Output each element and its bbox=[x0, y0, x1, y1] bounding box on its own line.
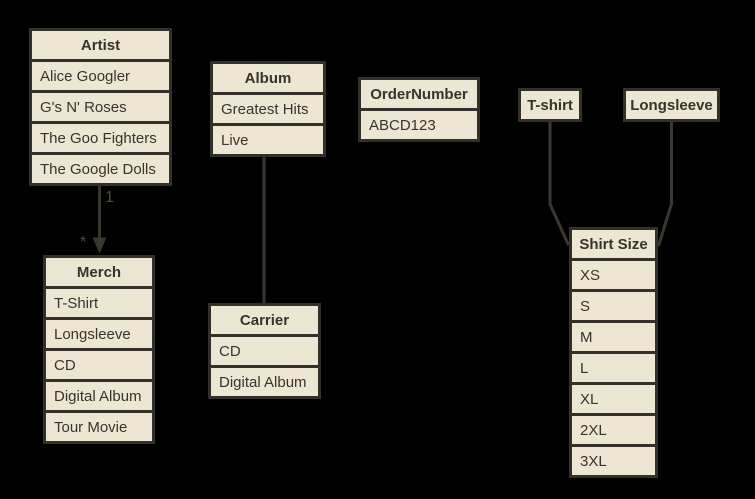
entity-row: Digital Album bbox=[211, 368, 318, 396]
entity-row: The Google Dolls bbox=[32, 155, 169, 183]
connector-longsleeve-shirtsize bbox=[657, 118, 673, 247]
entity-row: XL bbox=[572, 385, 655, 413]
entity-row: The Goo Fighters bbox=[32, 124, 169, 152]
entity-row: L bbox=[572, 354, 655, 382]
entity-row: Greatest Hits bbox=[213, 95, 323, 123]
entity-row: Live bbox=[213, 126, 323, 154]
entity-row: Longsleeve bbox=[46, 320, 152, 348]
cardinality-one-label: 1 bbox=[105, 189, 114, 206]
entity-order-number-header: OrderNumber bbox=[361, 80, 477, 108]
entity-row: XS bbox=[572, 261, 655, 289]
entity-order-number: OrderNumber ABCD123 bbox=[358, 77, 480, 142]
entity-carrier: Carrier CD Digital Album bbox=[208, 303, 321, 399]
entity-row: Tour Movie bbox=[46, 413, 152, 441]
entity-merch-header: Merch bbox=[46, 258, 152, 286]
entity-t-shirt-header: T-shirt bbox=[521, 91, 579, 119]
entity-row: 2XL bbox=[572, 416, 655, 444]
entity-shirt-size-header: Shirt Size bbox=[572, 230, 655, 258]
arrowhead-artist-merch-icon bbox=[92, 237, 107, 254]
entity-row: ABCD123 bbox=[361, 111, 477, 139]
entity-row: G's N' Roses bbox=[32, 93, 169, 121]
entity-album-header: Album bbox=[213, 64, 323, 92]
entity-row: T-Shirt bbox=[46, 289, 152, 317]
entity-row: Alice Googler bbox=[32, 62, 169, 90]
entity-longsleeve: Longsleeve bbox=[623, 88, 720, 122]
entity-carrier-header: Carrier bbox=[211, 306, 318, 334]
entity-row: S bbox=[572, 292, 655, 320]
entity-row: CD bbox=[46, 351, 152, 379]
entity-t-shirt: T-shirt bbox=[518, 88, 582, 122]
entity-row: 3XL bbox=[572, 447, 655, 475]
entity-row: M bbox=[572, 323, 655, 351]
entity-artist-header: Artist bbox=[32, 31, 169, 59]
entity-row: Digital Album bbox=[46, 382, 152, 410]
connector-tshirt-shirtsize bbox=[548, 118, 570, 246]
cardinality-many-label: * bbox=[80, 234, 86, 251]
entity-row: CD bbox=[211, 337, 318, 365]
entity-longsleeve-header: Longsleeve bbox=[626, 91, 717, 119]
